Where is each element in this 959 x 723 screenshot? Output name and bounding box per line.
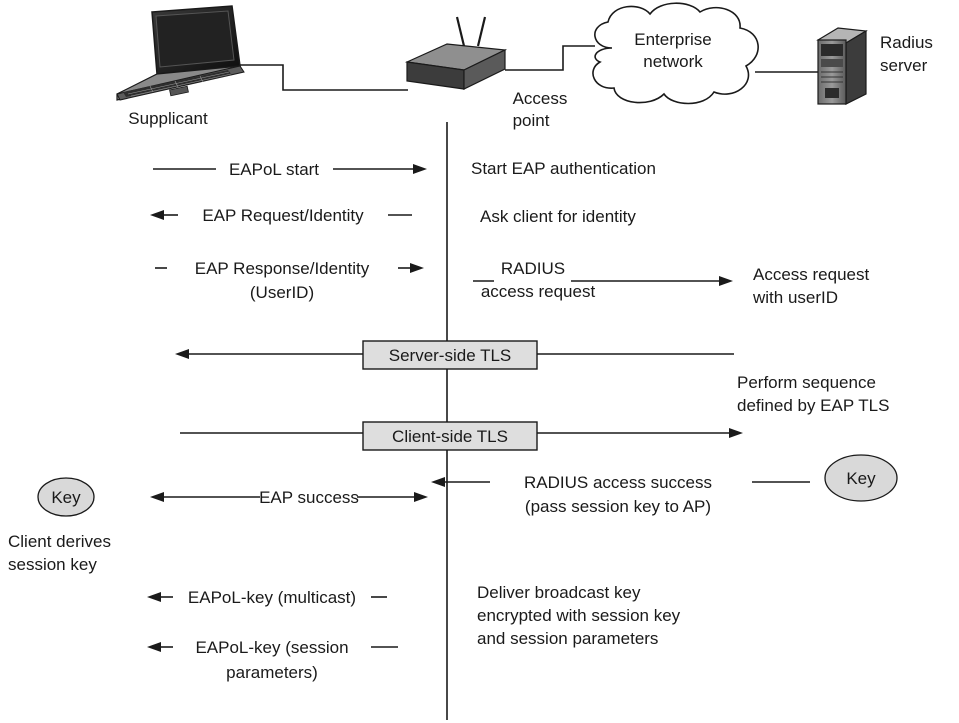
radius-server-label-line2: server	[880, 56, 928, 75]
client-key: Key	[37, 477, 95, 517]
access-point-label-line1: Access	[513, 89, 568, 108]
supplicant-label: Supplicant	[128, 109, 208, 128]
client-key-icon	[37, 477, 95, 517]
enterprise-network-label-line1: Enterprise	[634, 30, 711, 49]
eap-success-label: EAP success	[259, 488, 359, 507]
server-icon	[816, 27, 868, 105]
access-point-label-line2: point	[513, 111, 550, 130]
start-eap-authentication-note: Start EAP authentication	[471, 159, 656, 178]
server-key-icon	[824, 454, 898, 502]
messages: EAPoL start EAP Request/Identity EAP Res…	[147, 160, 810, 682]
radius-access-success-arrowhead	[431, 477, 445, 487]
client-key-label: Key	[51, 488, 81, 507]
radius-access-request-arrowhead	[719, 276, 733, 286]
eap-success-arrowhead-left	[150, 492, 164, 502]
client-side-tls-box	[362, 421, 538, 451]
eapol-start-arrowhead	[413, 164, 427, 174]
server-side-tls-box	[362, 340, 538, 370]
client-side-tls-label: Client-side TLS	[392, 427, 508, 446]
ask-client-identity-note: Ask client for identity	[480, 207, 636, 226]
ap-cable	[505, 45, 595, 71]
laptop-icon	[116, 5, 245, 101]
radius-server-label-line1: Radius	[880, 33, 933, 52]
server-side-tls-label: Server-side TLS	[389, 346, 512, 365]
deliver-broadcast-key-note-line3: and session parameters	[477, 629, 658, 648]
enterprise-network-label-line2: network	[643, 52, 703, 71]
deliver-broadcast-key-note-line1: Deliver broadcast key	[477, 583, 641, 602]
client-derives-key-note-line2: session key	[8, 555, 97, 574]
radius-access-request-label-line1: RADIUS	[501, 259, 565, 278]
eap-request-identity-arrowhead	[150, 210, 164, 220]
eapol-key-multicast-label: EAPoL-key (multicast)	[188, 588, 356, 607]
cloud-icon	[592, 2, 759, 105]
perform-sequence-note-line1: Perform sequence	[737, 373, 876, 392]
eap-response-identity-label-line2: (UserID)	[250, 283, 314, 302]
notes: Start EAP authentication Ask client for …	[471, 159, 889, 648]
radius-access-success-label-line2: (pass session key to AP)	[525, 497, 711, 516]
eapol-key-session-label-line1: EAPoL-key (session	[195, 638, 348, 657]
deliver-broadcast-key-note-line2: encrypted with session key	[477, 606, 681, 625]
eapol-key-session-arrowhead	[147, 642, 161, 652]
client-side-tls-arrowhead	[729, 428, 743, 438]
network-topology: Enterprise network Supplicant Access poi…	[116, 2, 933, 130]
eap-request-identity-label: EAP Request/Identity	[202, 206, 364, 225]
access-point-icon	[404, 16, 508, 90]
access-request-userid-note-line1: Access request	[753, 265, 869, 284]
eap-response-identity-label-line1: EAP Response/Identity	[195, 259, 370, 278]
laptop-cable	[240, 64, 408, 91]
eapol-key-session-label-line2: parameters)	[226, 663, 318, 682]
perform-sequence-note-line2: defined by EAP TLS	[737, 396, 889, 415]
eapol-start-label: EAPoL start	[229, 160, 319, 179]
access-request-userid-note-line2: with userID	[752, 288, 838, 307]
eap-response-identity-arrowhead	[410, 263, 424, 273]
server-key-label: Key	[846, 469, 876, 488]
eap-success-arrowhead-right	[414, 492, 428, 502]
radius-access-success-label-line1: RADIUS access success	[524, 473, 712, 492]
eapol-key-multicast-arrowhead	[147, 592, 161, 602]
server-key: Key	[824, 454, 898, 502]
server-side-tls-arrowhead	[175, 349, 189, 359]
radius-access-request-label-line2: access request	[481, 282, 596, 301]
client-derives-key-note-line1: Client derives	[8, 532, 111, 551]
